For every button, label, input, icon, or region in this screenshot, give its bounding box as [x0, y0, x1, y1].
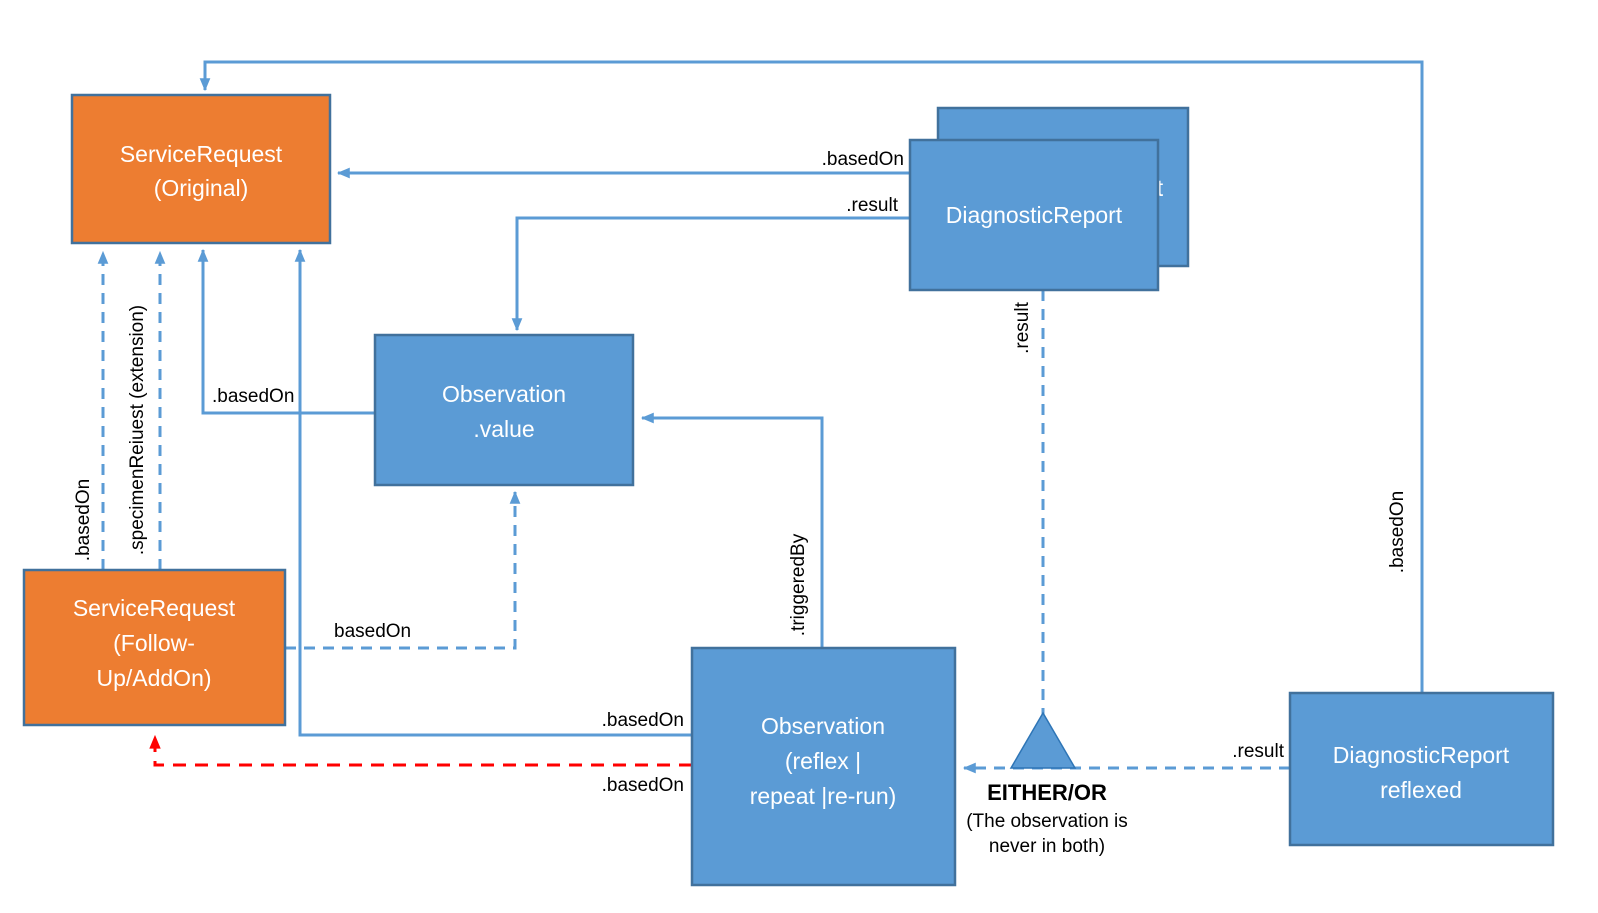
- servicerequest-original-label-line1: ServiceRequest: [120, 141, 283, 167]
- edge-dr-to-obsvalue: [511, 216, 910, 332]
- either-or-label: EITHER/OR: [987, 780, 1107, 805]
- either-or-note-line1: (The observation is: [966, 811, 1128, 832]
- edge-label-dr-result-vertical: .result: [1012, 301, 1033, 353]
- servicerequest-followup-label-line3: Up/AddOn): [96, 665, 211, 691]
- edge-label-dr-result: .result: [846, 195, 898, 216]
- servicerequest-followup-box: [22, 568, 287, 727]
- edge-obsreflex-to-obsvalue: [640, 412, 824, 648]
- edge-label-followup-obsvalue-basedon: basedOn: [334, 621, 411, 642]
- edge-label-obsvalue-basedon: .basedOn: [212, 386, 294, 407]
- servicerequest-original-label-line2: (Original): [154, 175, 249, 201]
- observation-reflex-label-line3: repeat |re-run): [750, 783, 897, 809]
- diagnosticreport-front-label: DiagnosticReport: [946, 202, 1123, 228]
- observation-value-label-line1: Observation: [442, 381, 566, 407]
- edge-label-followup-basedon: .basedOn: [73, 479, 94, 561]
- servicerequest-followup-label-line1: ServiceRequest: [73, 595, 236, 621]
- observation-reflex-label-line2: (reflex |: [785, 748, 861, 774]
- edge-label-specimen-extension: .specimenReiuest (extension): [127, 305, 148, 555]
- diagnosticreport-reflexed-box: [1288, 691, 1555, 847]
- observation-value-box: [373, 333, 635, 487]
- observation-reflex-box: [690, 646, 957, 887]
- either-or-triangle: [1009, 711, 1077, 769]
- either-or-note-line2: never in both): [989, 836, 1105, 857]
- edge-label-obsreflex-basedon-solid: .basedOn: [602, 710, 684, 731]
- diagnosticreport-reflexed-label-line1: DiagnosticReport: [1333, 742, 1510, 768]
- edge-obsvalue-to-sroriginal: [197, 248, 375, 415]
- diagnosticreport-front-box: [908, 138, 1160, 292]
- edge-label-triggeredby: .triggeredBy: [788, 533, 809, 636]
- edge-followup-to-obsvalue: [285, 490, 521, 650]
- diagnosticreport-reflexed-label-line2: reflexed: [1380, 777, 1462, 803]
- edge-obsreflex-to-followup: [149, 734, 692, 767]
- edge-drreflexed-to-sroriginal: [199, 60, 1424, 693]
- edge-label-drreflexed-result: .result: [1232, 741, 1284, 762]
- edge-obsreflex-to-sroriginal: [294, 248, 692, 737]
- observation-reflex-label-line1: Observation: [761, 713, 885, 739]
- servicerequest-followup-label-line2: (Follow-: [113, 630, 195, 656]
- edge-label-dr-basedon: .basedOn: [822, 149, 904, 170]
- observation-value-label-line2: .value: [473, 416, 534, 442]
- edge-label-drreflexed-basedon: .basedOn: [1387, 491, 1408, 573]
- edge-label-obsreflex-basedon-red: .basedOn: [602, 775, 684, 796]
- servicerequest-original-box: [70, 93, 332, 245]
